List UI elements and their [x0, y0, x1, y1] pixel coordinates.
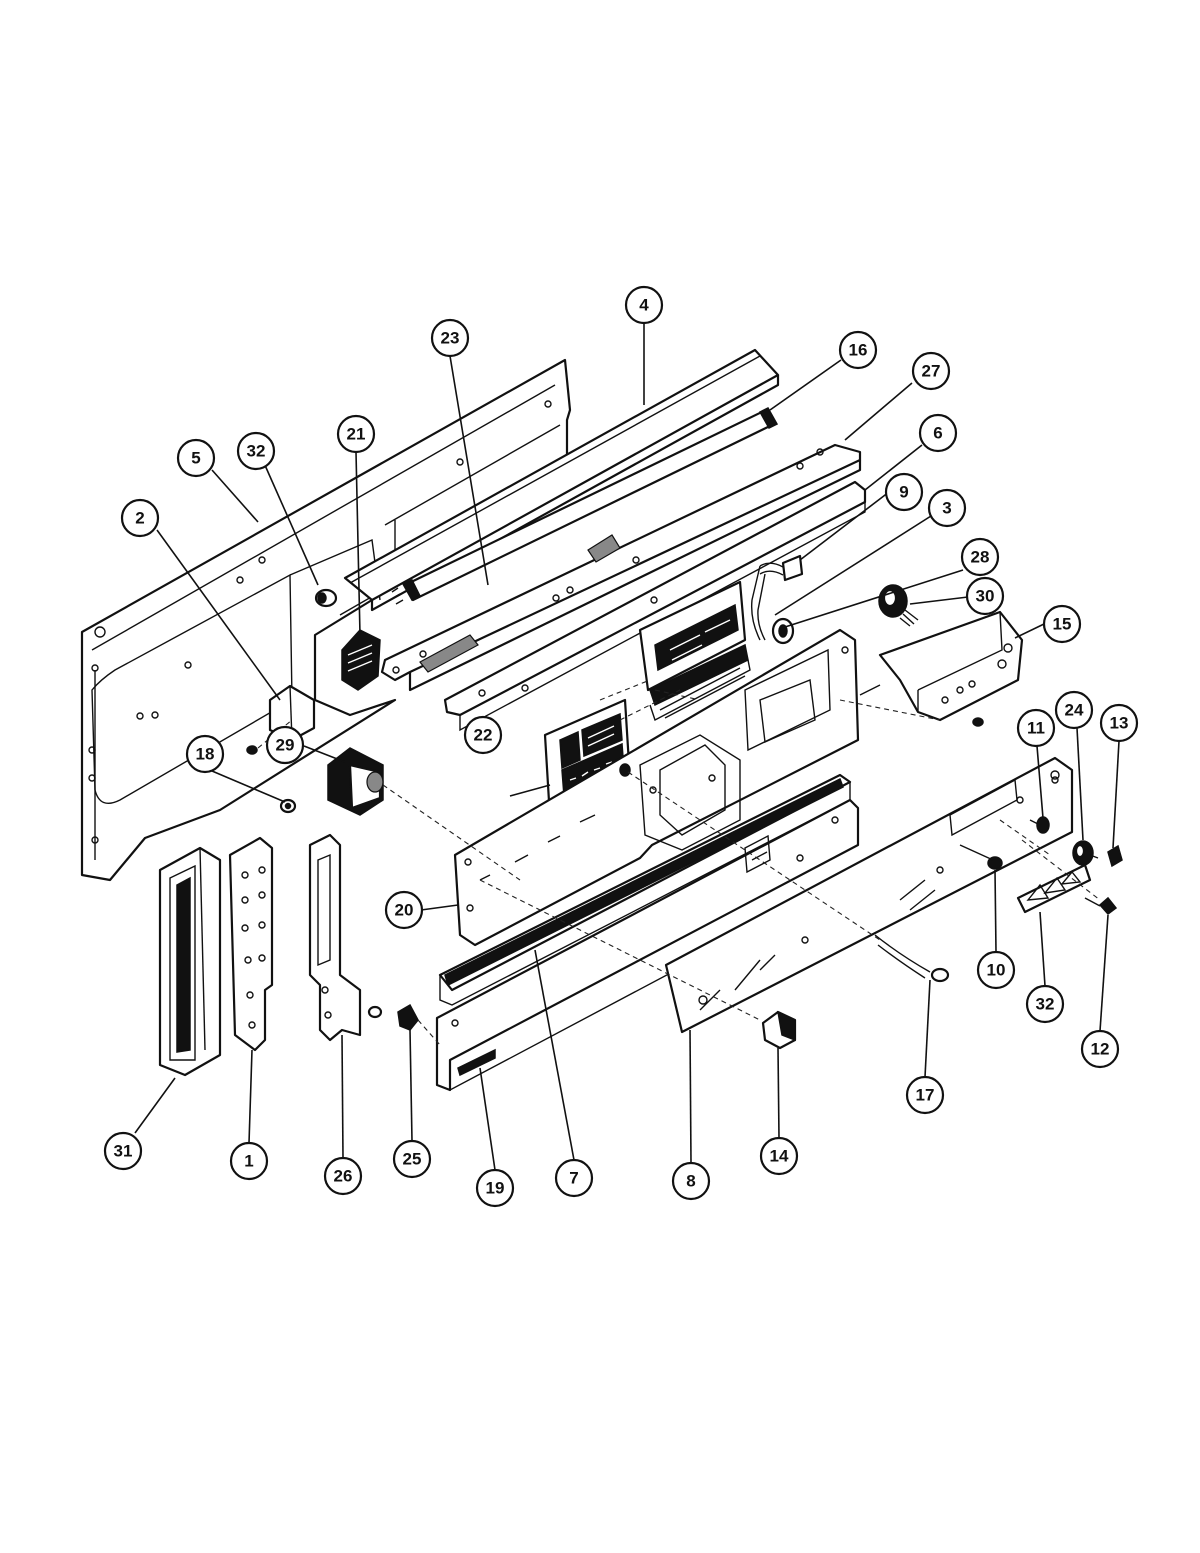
callout-10: 10 [976, 950, 1016, 990]
callout-24: 24 [1054, 690, 1094, 730]
callout-16: 16 [838, 330, 878, 370]
part-potentiometer [878, 584, 919, 627]
part-top-trim [343, 348, 780, 612]
callout-30: 30 [965, 576, 1005, 616]
callout-label: 3 [942, 499, 951, 518]
callout-label: 22 [474, 726, 493, 745]
callout-label: 23 [441, 329, 460, 348]
callout-4: 4 [624, 285, 664, 325]
callout-label: 16 [849, 341, 868, 360]
part-thermostat [327, 747, 521, 881]
callout-32-upper: 32 [236, 431, 276, 471]
part-hinge-bracket [308, 833, 362, 1042]
part-grommet [367, 1003, 441, 1046]
part-small-hardware [959, 770, 1123, 916]
callout-19: 19 [475, 1168, 515, 1208]
part-wire-clip [750, 554, 804, 645]
callout-25: 25 [392, 1139, 432, 1179]
callout-9: 9 [884, 472, 924, 512]
callout-label: 9 [899, 483, 908, 502]
callout-label: 25 [403, 1150, 422, 1169]
part-bushing-upper [314, 588, 338, 608]
callout-label: 15 [1053, 615, 1072, 634]
callout-32-lower: 32 [1025, 984, 1065, 1024]
callout-label: 24 [1065, 701, 1084, 720]
callout-label: 32 [247, 442, 266, 461]
part-control-board [638, 580, 751, 722]
part-long-rail [438, 773, 852, 1006]
callout-label: 10 [987, 961, 1006, 980]
part-glass-panel [664, 756, 1074, 1034]
callout-label: 1 [244, 1152, 253, 1171]
callout-label: 27 [922, 362, 941, 381]
callout-label: 20 [395, 901, 414, 920]
callout-11: 11 [1016, 708, 1056, 748]
assembly-lines [479, 689, 1101, 1021]
callout-13: 13 [1099, 703, 1139, 743]
callout-23: 23 [430, 318, 470, 358]
callout-label: 7 [569, 1169, 578, 1188]
callout-label: 13 [1110, 714, 1129, 733]
callout-6: 6 [918, 413, 958, 453]
callout-31: 31 [103, 1131, 143, 1171]
callout-18: 18 [185, 734, 225, 774]
callout-7: 7 [554, 1158, 594, 1198]
part-indicator-light [874, 934, 950, 983]
callout-3: 3 [927, 488, 967, 528]
callout-8: 8 [671, 1161, 711, 1201]
part-control-panel [453, 628, 860, 947]
callout-5: 5 [176, 438, 216, 478]
part-lower-frame [435, 798, 860, 1092]
callout-28: 28 [960, 537, 1000, 577]
part-right-bracket [859, 610, 1024, 727]
callout-label: 8 [686, 1172, 695, 1191]
callout-label: 29 [276, 736, 295, 755]
callout-1: 1 [229, 1141, 269, 1181]
part-knob [761, 1010, 797, 1050]
part-relay [341, 629, 381, 691]
callout-29: 29 [265, 725, 305, 765]
callout-2: 2 [120, 498, 160, 538]
callout-label: 28 [971, 548, 990, 567]
callout-label: 31 [114, 1142, 133, 1161]
callout-label: 18 [196, 745, 215, 764]
part-fluorescent-tube [391, 407, 779, 605]
callout-21: 21 [336, 414, 376, 454]
callout-label: 12 [1091, 1040, 1110, 1059]
callout-12: 12 [1080, 1029, 1120, 1069]
callout-label: 21 [347, 425, 366, 444]
callout-14: 14 [759, 1136, 799, 1176]
callout-27: 27 [911, 351, 951, 391]
callout-label: 11 [1027, 719, 1045, 738]
part-lamp-bracket [380, 443, 862, 692]
callout-label: 30 [976, 587, 995, 606]
part-backguard-panel [80, 358, 572, 882]
part-end-cap [158, 846, 222, 1077]
callout-leaders [134, 323, 1120, 1171]
callout-17: 17 [905, 1075, 945, 1115]
callout-label: 19 [486, 1179, 505, 1198]
part-side-bracket [228, 836, 274, 1052]
callout-20: 20 [384, 890, 424, 930]
part-nut [279, 798, 297, 814]
callout-label: 2 [135, 509, 144, 528]
callout-label: 26 [334, 1167, 353, 1186]
callout-label: 4 [639, 296, 649, 315]
callout-label: 5 [191, 449, 200, 468]
callout-label: 14 [770, 1147, 789, 1166]
callout-label: 17 [916, 1086, 935, 1105]
callout-label: 32 [1036, 995, 1055, 1014]
callout-26: 26 [323, 1156, 363, 1196]
callout-15: 15 [1042, 604, 1082, 644]
callout-22: 22 [463, 715, 503, 755]
callout-label: 6 [933, 424, 942, 443]
